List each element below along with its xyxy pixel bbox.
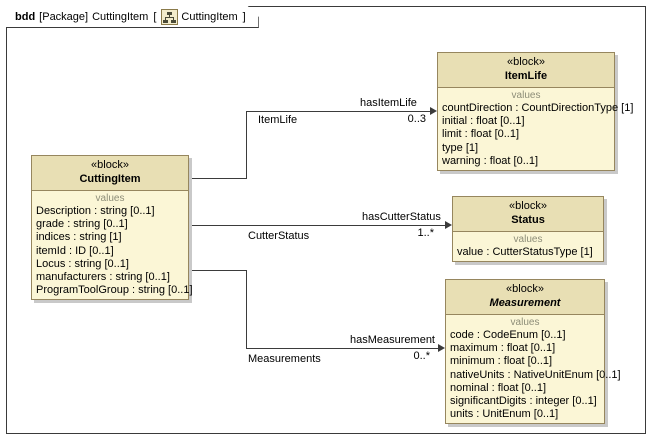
block-measurement-name: Measurement [489, 297, 561, 309]
block-cuttingitem-compartment-title: values [95, 193, 125, 204]
block-status[interactable]: «block» Status values value : CutterStat… [452, 196, 604, 263]
connector-item-life-segment-h1 [189, 178, 247, 179]
bdd-diagram-icon [161, 9, 178, 25]
connector-item-life-multiplicity: 0..3 [407, 113, 426, 125]
block-itemlife-property: initial : float [0..1] [442, 115, 525, 128]
block-itemlife-property: warning : float [0..1] [442, 154, 538, 167]
block-status-stereotype: «block» [509, 200, 547, 212]
block-cuttingitem-property: itemId : ID [0..1] [36, 244, 114, 257]
diagram-package-keyword: [Package] [39, 10, 89, 23]
block-measurement-property: maximum : float [0..1] [450, 342, 556, 355]
block-status-compartment-title: values [513, 234, 543, 245]
block-measurement-stereotype: «block» [506, 283, 544, 295]
block-itemlife-header: «block» ItemLife [438, 53, 614, 88]
diagram-bracket-open: [ [153, 10, 157, 23]
connector-item-life-name: hasItemLife [360, 97, 417, 109]
block-cuttingitem-property: grade : string [0..1] [36, 218, 128, 231]
block-cuttingitem-property: ProgramToolGroup : string [0..1] [36, 284, 193, 297]
connector-measurement-segment-v [246, 270, 247, 349]
connector-cutter-status-name: hasCutterStatus [362, 211, 441, 223]
connector-measurement-name: hasMeasurement [350, 334, 435, 346]
block-measurement-property: nominal : float [0..1] [450, 381, 546, 394]
block-status-header: «block» Status [453, 197, 603, 232]
block-itemlife-compartment-title: values [511, 90, 541, 101]
block-measurement-property: units : UnitEnum [0..1] [450, 408, 559, 421]
diagram-bracket-close: ] [242, 10, 246, 23]
connector-item-life-segment-v [246, 111, 247, 179]
connector-measurement-role: Measurements [248, 353, 321, 365]
block-itemlife-stereotype: «block» [507, 56, 545, 68]
block-measurement-property: code : CodeEnum [0..1] [450, 329, 566, 341]
block-measurement[interactable]: «block» Measurement values code : CodeEn… [445, 279, 621, 425]
connector-item-life-arrowhead [430, 107, 437, 115]
block-status-name: Status [511, 214, 545, 226]
connector-item-life-segment-h2 [246, 111, 431, 112]
connector-measurement-arrowhead [438, 344, 445, 352]
block-status-values-compartment: values value : CutterStatusType [1] [453, 232, 603, 262]
block-itemlife-property: countDirection : CountDirectionType [1] [442, 102, 634, 114]
connector-cutter-status-role: CutterStatus [248, 230, 310, 242]
diagram-frame-header: bdd [Package] CuttingItem [ CuttingItem … [6, 6, 259, 28]
block-measurement-property: significantDigits : integer [0..1] [450, 395, 597, 408]
block-measurement-property: minimum : float [0..1] [450, 355, 553, 368]
diagram-name: CuttingItem [181, 10, 238, 23]
block-measurement-compartment-title: values [510, 317, 540, 328]
block-cuttingitem-values-compartment: values Description : string [0..1] grade… [32, 191, 193, 300]
block-measurement-property: nativeUnits : NativeUnitEnum [0..1] [450, 368, 621, 381]
diagram-kind-label: bdd [15, 10, 36, 23]
block-cuttingitem-property: indices : string [1] [36, 231, 122, 244]
connector-item-life-role: ItemLife [258, 114, 298, 126]
block-itemlife-name: ItemLife [504, 70, 548, 82]
block-status-property: value : CutterStatusType [1] [457, 246, 593, 258]
block-itemlife-values-compartment: values countDirection : CountDirectionTy… [438, 88, 634, 171]
block-cuttingitem-property: Locus : string [0..1] [36, 257, 129, 270]
block-cuttingitem-property: manufacturers : string [0..1] [36, 271, 170, 284]
block-cuttingitem-stereotype: «block» [91, 159, 129, 171]
block-measurement-values-compartment: values code : CodeEnum [0..1] maximum : … [446, 315, 621, 424]
connector-measurement-segment-h2 [246, 348, 439, 349]
block-cuttingitem-name: CuttingItem [79, 173, 141, 185]
connector-cutter-status-multiplicity: 1..* [417, 227, 434, 239]
block-cuttingitem-header: «block» CuttingItem [32, 156, 188, 191]
connector-cutter-status-arrowhead [445, 221, 452, 229]
block-cuttingitem[interactable]: «block» CuttingItem values Description :… [31, 155, 193, 301]
connector-measurement-multiplicity: 0..* [413, 350, 430, 362]
block-itemlife-property: type [1] [442, 141, 479, 154]
block-itemlife[interactable]: «block» ItemLife values countDirection :… [437, 52, 634, 172]
diagram-package-name: CuttingItem [92, 10, 149, 23]
connector-cutter-status-segment-h [189, 225, 446, 226]
connector-measurement-segment-h1 [189, 270, 247, 271]
block-itemlife-property: limit : float [0..1] [442, 128, 520, 141]
block-measurement-header: «block» Measurement [446, 280, 604, 315]
block-cuttingitem-property: Description : string [0..1] [36, 205, 155, 217]
